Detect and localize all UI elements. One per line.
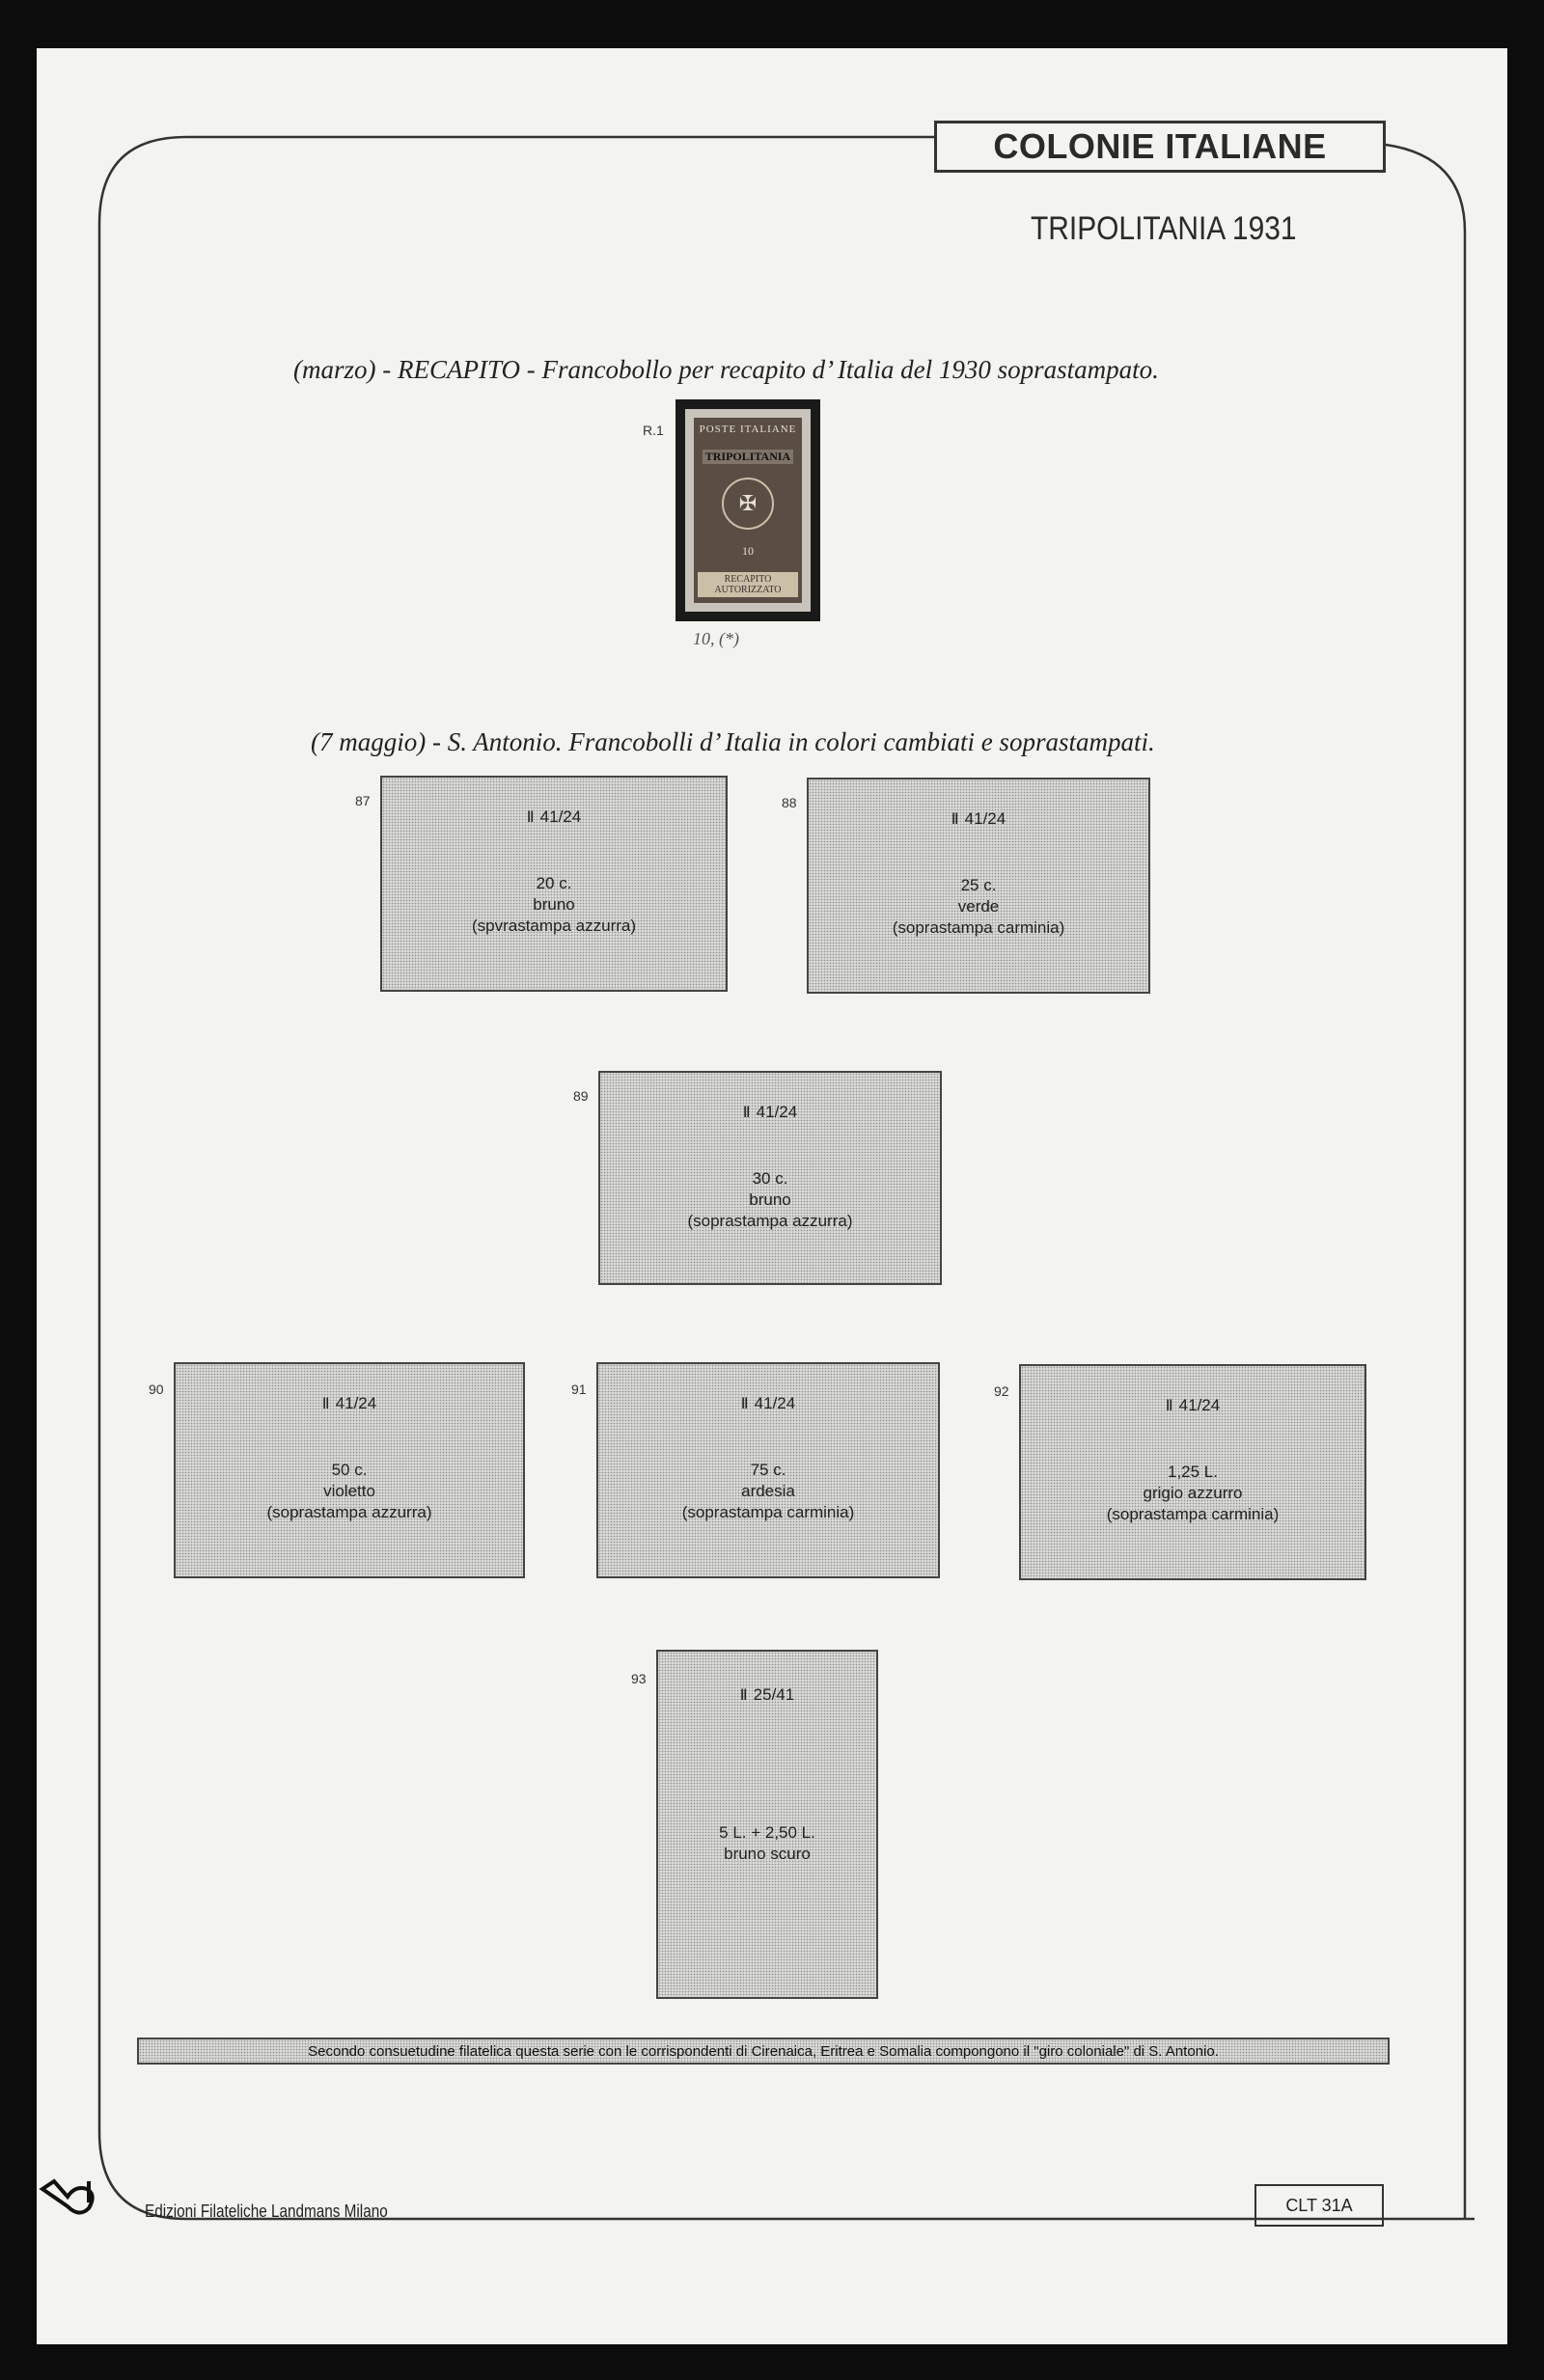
stamp-value: 5 L. + 2,50 L. [719, 1822, 815, 1842]
page-title: COLONIE ITALIANE [934, 121, 1386, 173]
page-subtitle: TRIPOLITANIA 1931 [1031, 210, 1297, 247]
publisher-logo-icon [39, 2178, 95, 2215]
catalog-icon: Ⅱ [526, 809, 535, 826]
stamp-value: 1,25 L. [1168, 1462, 1218, 1481]
stamp-slot: Ⅱ 41/24 75 c. ardesia (soprastampa carmin… [596, 1362, 940, 1578]
stamp-color: bruno [533, 894, 575, 914]
stamp-image-recapito: POSTE ITALIANE TRIPOLITANIA ✠ 10 RECAPIT… [676, 399, 820, 621]
stamp-color: violetto [323, 1481, 375, 1500]
catalog-icon: Ⅱ [742, 1105, 751, 1121]
catalog-icon: Ⅱ [740, 1396, 749, 1412]
stamp-overprint: (soprastampa carminia) [1106, 1504, 1280, 1523]
stamp-overprint: (soprastampa carminia) [892, 917, 1065, 937]
section-title-s-antonio: (7 maggio) - S. Antonio. Francobolli d’ … [311, 727, 1155, 756]
page-code: CLT 31A [1254, 2184, 1384, 2227]
stamp-slot: Ⅱ 25/41 5 L. + 2,50 L. bruno scuro [656, 1650, 878, 1999]
catalog-number: 41/24 [964, 809, 1006, 828]
stamp-overprint: TRIPOLITANIA [702, 449, 794, 464]
stamp-value: 30 c. [752, 1168, 788, 1188]
stamp-value: 25 c. [960, 875, 997, 894]
stamp-number: 91 [571, 1381, 587, 1397]
stamp-number: 92 [994, 1383, 1009, 1399]
album-page: COLONIE ITALIANE TRIPOLITANIA 1931 (marz… [37, 48, 1507, 2344]
stamp-slot: Ⅱ 41/24 50 c. violetto (soprastampa azzur… [174, 1362, 525, 1578]
catalog-number: 41/24 [1178, 1396, 1221, 1414]
catalog-number: 41/24 [335, 1394, 377, 1412]
catalog-number: 41/24 [539, 807, 582, 826]
series-note: Secondo consuetudine filatelica questa s… [137, 2038, 1390, 2065]
catalog-icon: Ⅱ [739, 1687, 748, 1704]
stamp-bottom-text: RECAPITO AUTORIZZATO [698, 572, 798, 597]
handwritten-note: 10, (*) [693, 629, 739, 648]
stamp-color: bruno scuro [724, 1844, 811, 1863]
section-title-recapito: (marzo) - RECAPITO - Francobollo per rec… [293, 355, 1159, 384]
publisher-name: Edizioni Filateliche Landmans Milano [145, 2202, 388, 2221]
stamp-slot: Ⅱ 41/24 30 c. bruno (soprastampa azzurra) [598, 1071, 942, 1285]
stamp-value: 75 c. [750, 1460, 786, 1479]
stamp-overprint: (soprastampa azzurra) [687, 1211, 853, 1230]
catalog-number: 41/24 [754, 1394, 796, 1412]
stamp-overprint: (spvrastampa azzurra) [471, 916, 637, 935]
stamp-value: 10 [742, 543, 754, 558]
stamp-overprint: (soprastampa carminia) [681, 1502, 855, 1521]
stamp-number: 93 [631, 1671, 647, 1686]
catalog-number: 41/24 [756, 1103, 798, 1121]
stamp-overprint: (soprastampa azzurra) [266, 1502, 432, 1521]
stamp-number: 90 [149, 1381, 164, 1397]
stamp-value: 20 c. [536, 873, 572, 892]
stamp-number: R.1 [643, 423, 664, 438]
catalog-icon: Ⅱ [951, 811, 959, 828]
catalog-icon: Ⅱ [1165, 1398, 1173, 1414]
stamp-number: 89 [573, 1088, 589, 1104]
crown-emblem-icon: ✠ [722, 478, 774, 530]
stamp-number: 88 [782, 795, 797, 810]
stamp-number: 87 [355, 793, 371, 808]
catalog-icon: Ⅱ [321, 1396, 330, 1412]
stamp-color: bruno [749, 1190, 791, 1209]
catalog-number: 25/41 [753, 1685, 795, 1704]
stamp-slot: Ⅱ 41/24 25 c. verde (soprastampa carminia… [807, 778, 1150, 994]
stamp-color: grigio azzurro [1143, 1483, 1243, 1502]
stamp-value: 50 c. [331, 1460, 368, 1479]
stamp-color: ardesia [741, 1481, 795, 1500]
stamp-slot: Ⅱ 41/24 1,25 L. grigio azzurro (soprastam… [1019, 1364, 1366, 1580]
stamp-color: verde [957, 896, 1000, 916]
stamp-top-text: POSTE ITALIANE [699, 424, 797, 435]
